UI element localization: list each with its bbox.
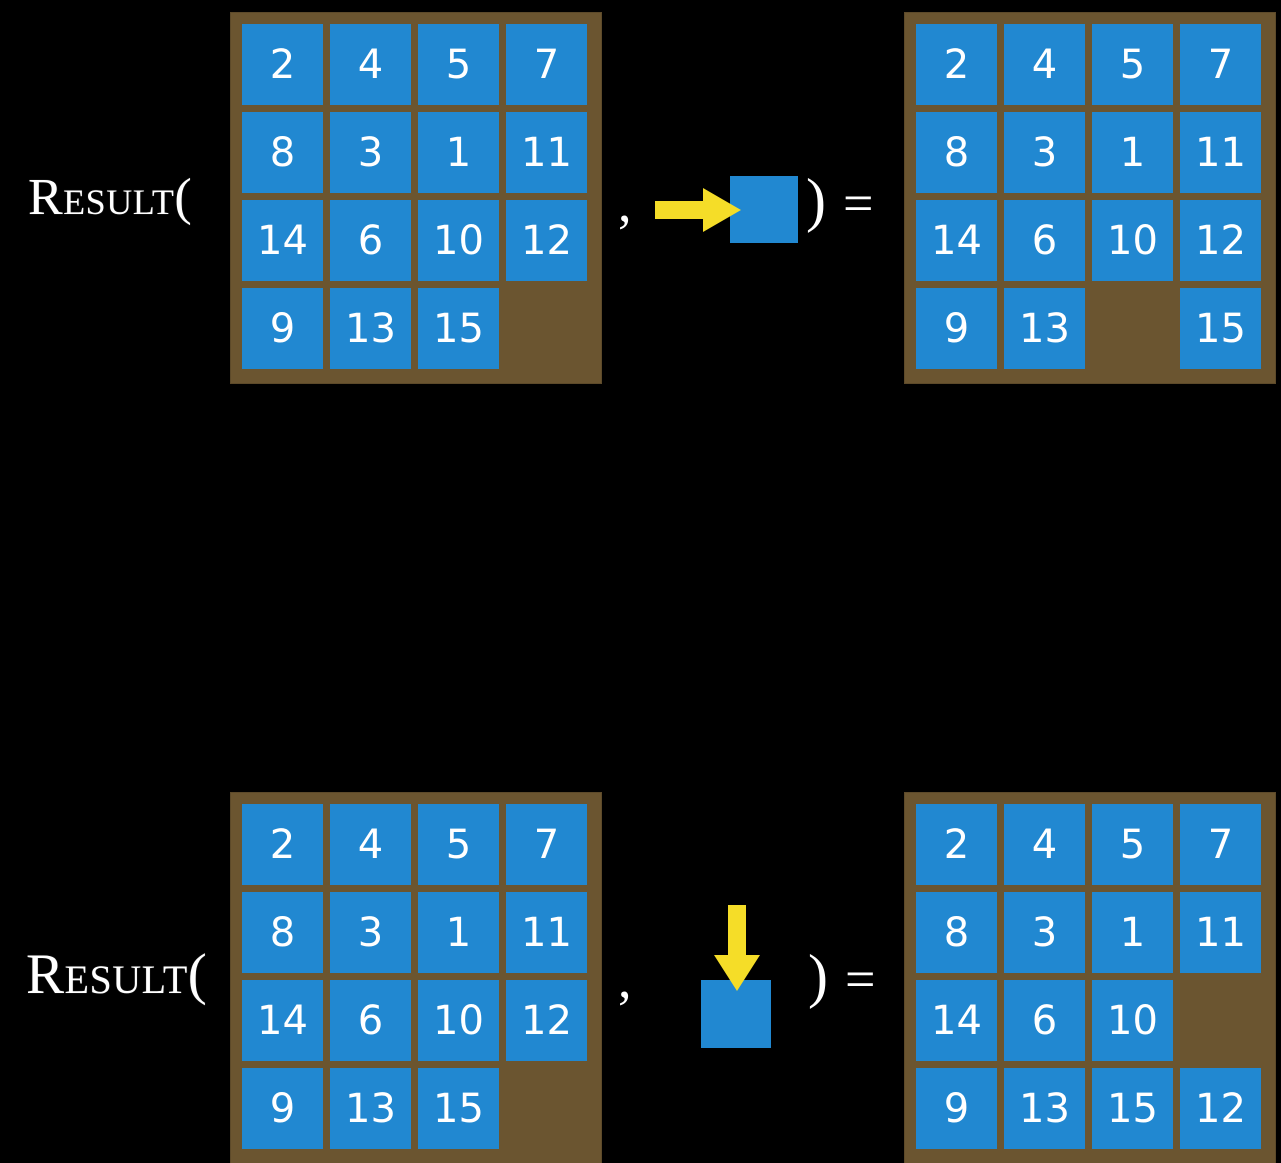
tile[interactable]: 11 [506,112,587,193]
tile[interactable]: 12 [506,200,587,281]
tile[interactable]: 6 [1004,200,1085,281]
tile[interactable]: 8 [242,892,323,973]
tile[interactable]: 5 [1092,804,1173,885]
output-board-grid: 2 4 5 7 8 3 1 11 14 6 10 12 9 13 15 [916,24,1264,369]
tile[interactable]: 7 [506,804,587,885]
tile[interactable]: 11 [506,892,587,973]
empty-slot[interactable] [506,1068,587,1149]
input-board: 2 4 5 7 8 3 1 11 14 6 10 12 9 13 15 [231,13,601,383]
tile[interactable]: 3 [330,892,411,973]
tile[interactable]: 2 [916,804,997,885]
tile[interactable]: 15 [1180,288,1261,369]
tile[interactable]: 1 [1092,112,1173,193]
tile[interactable]: 9 [916,288,997,369]
tile[interactable]: 12 [506,980,587,1061]
tile[interactable]: 8 [916,112,997,193]
empty-slot[interactable] [506,288,587,369]
tile[interactable]: 11 [1180,892,1261,973]
tile[interactable]: 8 [916,892,997,973]
tile[interactable]: 12 [1180,1068,1261,1149]
output-board: 2 4 5 7 8 3 1 11 14 6 10 12 9 13 15 [905,13,1275,383]
tile[interactable]: 3 [1004,112,1085,193]
tile[interactable]: 6 [330,980,411,1061]
argument-separator-comma: , [618,949,632,1009]
equals-sign: = [845,949,876,1009]
move-argument-tile [730,176,798,243]
tile[interactable]: 9 [242,1068,323,1149]
tile[interactable]: 9 [242,288,323,369]
input-board-grid: 2 4 5 7 8 3 1 11 14 6 10 12 9 13 15 [242,24,590,369]
tile[interactable]: 14 [242,980,323,1061]
equation-row-right-move: Result( 2 4 5 7 8 3 1 11 14 6 10 12 9 13… [0,0,1281,390]
tile[interactable]: 10 [418,200,499,281]
tile[interactable]: 5 [418,804,499,885]
tile[interactable]: 13 [1004,1068,1085,1149]
output-board: 2 4 5 7 8 3 1 11 14 6 10 9 13 15 12 [905,793,1275,1163]
tile[interactable]: 1 [418,112,499,193]
tile[interactable]: 11 [1180,112,1261,193]
close-paren: ) [806,167,826,233]
tile[interactable]: 13 [330,288,411,369]
tile[interactable]: 4 [330,24,411,105]
tile[interactable]: 7 [1180,804,1261,885]
tile[interactable]: 1 [1092,892,1173,973]
tile[interactable]: 2 [242,24,323,105]
tile[interactable]: 3 [1004,892,1085,973]
tile[interactable]: 7 [1180,24,1261,105]
tile[interactable]: 4 [1004,24,1085,105]
tile[interactable]: 15 [1092,1068,1173,1149]
tile[interactable]: 7 [506,24,587,105]
arrow-down-icon [712,905,762,991]
result-function-label: Result( [26,943,208,1006]
tile[interactable]: 2 [916,24,997,105]
tile[interactable]: 4 [330,804,411,885]
argument-separator-comma: , [618,173,632,233]
tile[interactable]: 12 [1180,200,1261,281]
tile[interactable]: 13 [1004,288,1085,369]
tile[interactable]: 8 [242,112,323,193]
tile[interactable]: 5 [1092,24,1173,105]
tile[interactable]: 15 [418,288,499,369]
output-board-grid: 2 4 5 7 8 3 1 11 14 6 10 9 13 15 12 [916,804,1264,1149]
tile[interactable]: 1 [418,892,499,973]
empty-slot[interactable] [1180,980,1261,1061]
tile[interactable]: 6 [330,200,411,281]
empty-slot[interactable] [1092,288,1173,369]
tile[interactable]: 13 [330,1068,411,1149]
tile[interactable]: 10 [1092,200,1173,281]
equals-sign: = [843,173,874,233]
tile[interactable]: 5 [418,24,499,105]
close-paren: ) [808,943,828,1009]
tile[interactable]: 14 [916,200,997,281]
equation-row-down-move: Result( 2 4 5 7 8 3 1 11 14 6 10 12 9 13… [0,390,1281,1163]
input-board: 2 4 5 7 8 3 1 11 14 6 10 12 9 13 15 [231,793,601,1163]
tile[interactable]: 2 [242,804,323,885]
tile[interactable]: 14 [916,980,997,1061]
tile[interactable]: 9 [916,1068,997,1149]
tile[interactable]: 10 [418,980,499,1061]
tile[interactable]: 3 [330,112,411,193]
result-function-label: Result( [28,169,193,226]
tile[interactable]: 10 [1092,980,1173,1061]
tile[interactable]: 6 [1004,980,1085,1061]
tile[interactable]: 14 [242,200,323,281]
input-board-grid: 2 4 5 7 8 3 1 11 14 6 10 12 9 13 15 [242,804,590,1149]
tile[interactable]: 15 [418,1068,499,1149]
arrow-right-icon [655,186,741,234]
tile[interactable]: 4 [1004,804,1085,885]
